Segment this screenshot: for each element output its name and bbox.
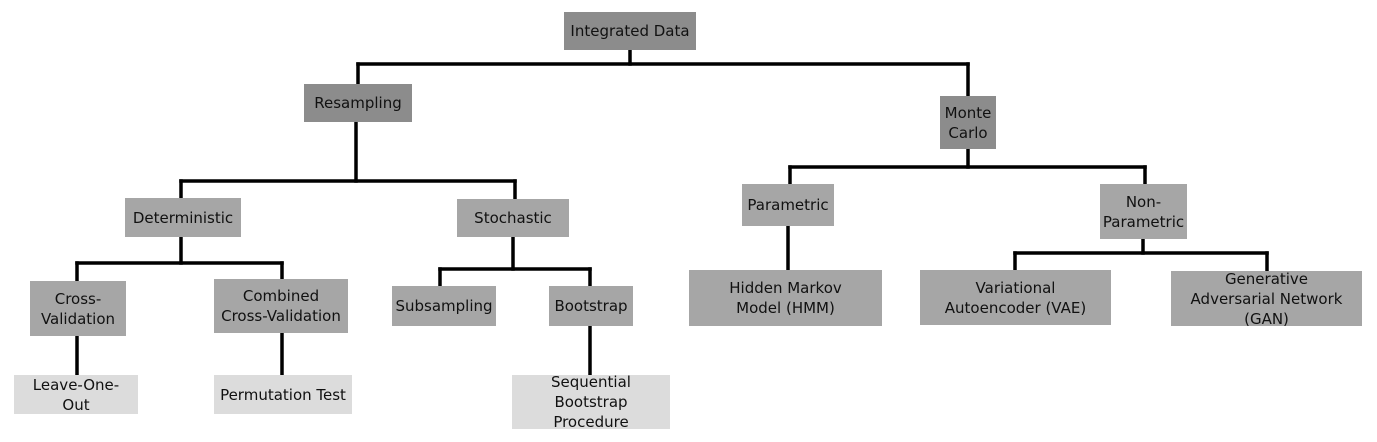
node-label: Non-Parametric (1102, 192, 1185, 231)
node-integrated-data: Integrated Data (564, 12, 696, 50)
node-sequential-bootstrap: Sequential Bootstrap Procedure (512, 373, 670, 431)
node-cross-validation: Cross-Validation (30, 281, 126, 336)
node-vae: Variational Autoencoder (VAE) (920, 270, 1111, 325)
node-non-parametric: Non-Parametric (1100, 184, 1187, 239)
node-gan: Generative Adversarial Network (GAN) (1171, 269, 1362, 328)
node-label: Sequential Bootstrap Procedure (551, 373, 631, 431)
node-label: Deterministic (132, 208, 234, 227)
node-resampling: Resampling (304, 84, 412, 122)
node-label: Permutation Test (220, 385, 346, 404)
node-label: Generative Adversarial Network (GAN) (1190, 269, 1343, 328)
node-label: Integrated Data (570, 22, 690, 40)
node-subsampling: Subsampling (392, 286, 496, 326)
node-stochastic: Stochastic (457, 199, 569, 237)
node-label: Monte Carlo (944, 103, 992, 142)
node-label: Combined Cross-Validation (221, 287, 341, 325)
node-label: Subsampling (395, 297, 493, 315)
node-leave-one-out: Leave-One-Out (14, 375, 138, 414)
node-label: Hidden Markov Model (HMM) (729, 279, 842, 317)
node-permutation-test: Permutation Test (214, 375, 352, 414)
node-label: Leave-One-Out (32, 375, 120, 414)
node-hmm: Hidden Markov Model (HMM) (689, 270, 882, 326)
node-deterministic: Deterministic (125, 198, 241, 237)
node-label: Variational Autoencoder (VAE) (944, 278, 1087, 317)
node-label: Cross-Validation (40, 289, 116, 328)
node-bootstrap: Bootstrap (549, 286, 633, 326)
node-label: Stochastic (474, 209, 552, 227)
node-monte-carlo: Monte Carlo (940, 96, 996, 149)
node-label: Resampling (314, 94, 402, 112)
node-label: Parametric (747, 196, 829, 214)
node-label: Bootstrap (554, 297, 628, 315)
node-parametric: Parametric (742, 184, 834, 226)
node-combined-cross-validation: Combined Cross-Validation (214, 279, 348, 333)
